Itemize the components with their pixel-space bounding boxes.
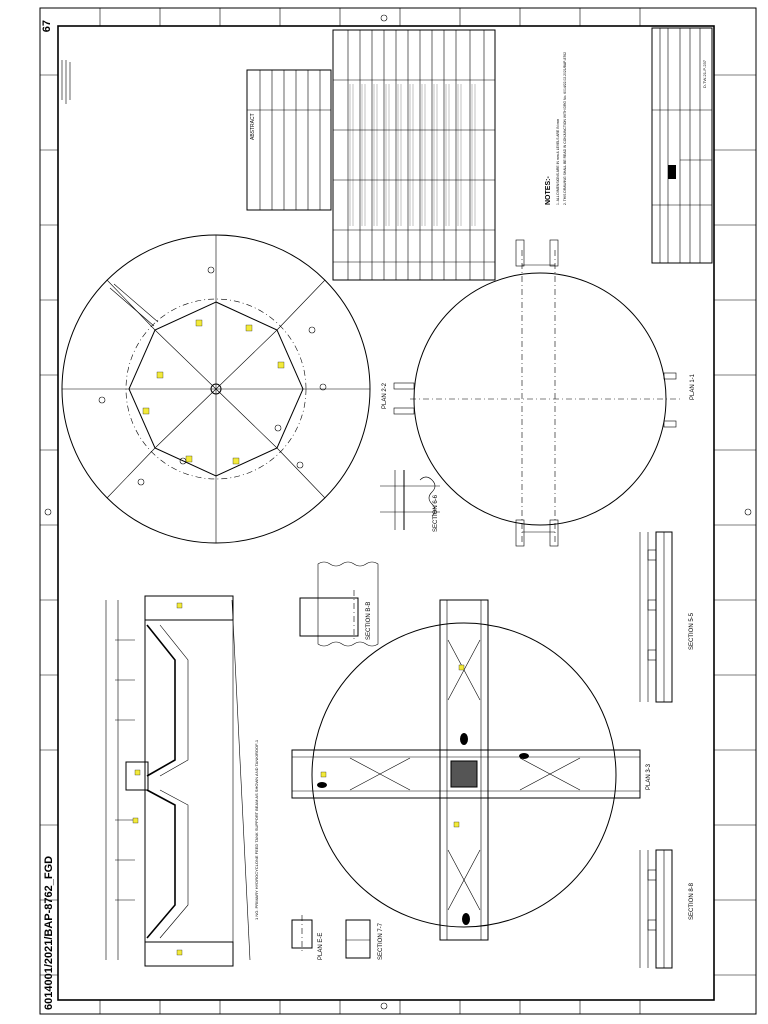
notes-block: NOTES:- 1. ALL DIMENSIONS ARE IN mm & LE…: [545, 52, 567, 205]
legend-block: [61, 60, 71, 104]
support-beam-elevation: 1 NO. PRIMARY HYDROCYCLONE FEED TANK SUP…: [105, 595, 259, 967]
abstract-title: ABSTRACT: [250, 113, 256, 140]
abstract-table: [246, 69, 332, 211]
drawing-reference: 6014001/2021/BAP-8762_FGD: [43, 856, 55, 1010]
bill-of-materials-table: ABSTRACT: [246, 29, 496, 281]
border-zone-ticks: [40, 8, 756, 1014]
center-column: [450, 760, 478, 788]
note-2: 2. THIS DRAWING SHALL BE READ IN CONJUNC…: [563, 52, 567, 205]
plan-2-2-label: PLAN 2-2: [382, 382, 388, 409]
horizontal-beam: [291, 749, 641, 799]
plan-3-3-view: PLAN 3-3: [291, 599, 652, 941]
section-8-8-label: SECTION 8-8: [689, 882, 695, 920]
vertical-beam: [439, 599, 489, 941]
plan-e-e-detail: PLAN E-E: [291, 915, 324, 960]
section-b-b-detail: SECTION B-B: [299, 561, 379, 647]
section-5-5-detail: SECTION 5-5: [639, 531, 695, 703]
title-block-code: D-TW-21-P-237: [702, 59, 707, 88]
section-b-b-label: SECTION B-B: [366, 602, 372, 640]
section-7-7-label: SECTION 7-7: [378, 922, 384, 960]
plan-1-1-label: PLAN 1-1: [690, 373, 696, 400]
roof-plan-yellow-tags: [142, 319, 285, 465]
pipe-opening: [519, 753, 529, 759]
plan-e-e-label: PLAN E-E: [318, 933, 324, 960]
inner-border: [57, 25, 715, 1001]
pipe-opening: [317, 782, 327, 788]
pipe-opening: [460, 733, 468, 745]
plan-3-3-label: PLAN 3-3: [646, 763, 652, 790]
page-number: 67: [41, 20, 53, 32]
roof-plan-view: [61, 234, 371, 544]
main-caption: 1 NO. PRIMARY HYDROCYCLONE FEED TANK SUP…: [254, 739, 259, 920]
section-8-8-detail: SECTION 8-8: [639, 849, 695, 969]
section-7-7-detail: SECTION 7-7: [345, 919, 384, 960]
note-1: 1. ALL DIMENSIONS ARE IN mm & LEVELS ARE…: [556, 119, 560, 205]
section-6-6-label: SECTION 6-6: [433, 494, 439, 532]
pipe-opening: [462, 913, 470, 925]
plan-1-1-view: PLAN 1-1 PLAN 2-2: [382, 239, 696, 547]
title-block: D-TW-21-P-237: [651, 27, 713, 264]
notes-heading: NOTES:-: [545, 176, 552, 205]
section-6-6-detail: SECTION 6-6: [380, 470, 440, 532]
section-5-5-label: SECTION 5-5: [689, 612, 695, 650]
outer-border: [39, 7, 757, 1015]
